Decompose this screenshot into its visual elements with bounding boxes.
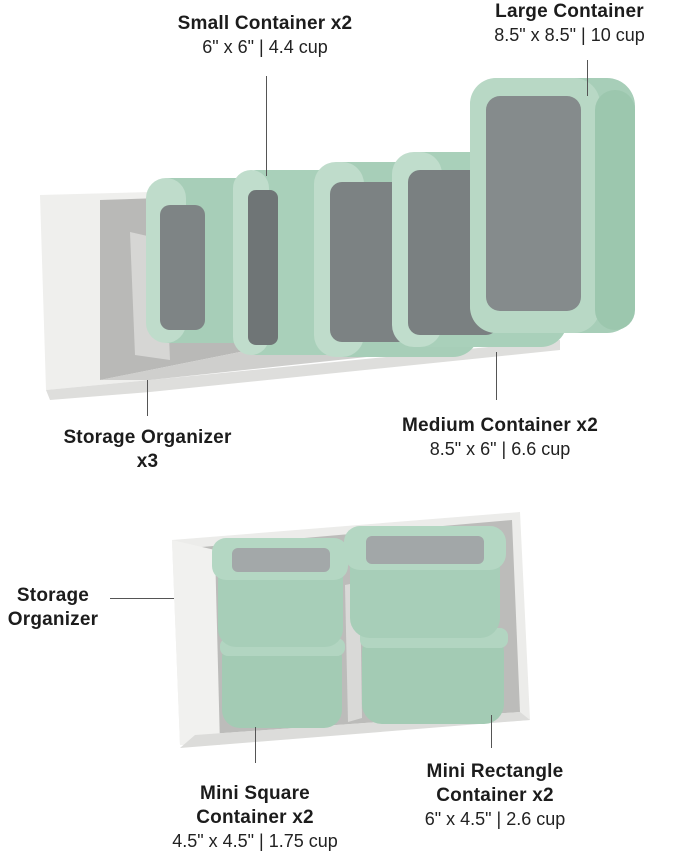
mini-square-line1: Mini Square — [200, 783, 310, 804]
label-medium-container: Medium Container x2 8.5" x 6" | 6.6 cup — [370, 414, 630, 460]
mini-square-spec: 4.5" x 4.5" | 1.75 cup — [172, 830, 338, 851]
large-container-spec: 8.5" x 8.5" | 10 cup — [494, 24, 645, 45]
label-mini-rectangle: Mini Rectangle Container x2 6" x 4.5" | … — [385, 760, 605, 830]
mini-square-container-bottom — [220, 638, 345, 728]
storage-organizer-line2: Organizer — [7, 608, 99, 630]
label-large-container: Large Container 8.5" x 8.5" | 10 cup — [460, 0, 679, 46]
small-container-spec: 6" x 6" | 4.4 cup — [202, 36, 328, 57]
storage-organizer-x3-qty: x3 — [136, 450, 159, 472]
leader-mini-square — [255, 727, 256, 763]
large-container — [470, 78, 635, 333]
leader-organizer-x3 — [147, 380, 148, 416]
leader-mini-rectangle — [491, 715, 492, 748]
small-container-name: Small Container x2 — [177, 13, 353, 34]
mini-square-container-top — [212, 538, 348, 647]
label-mini-square: Mini Square Container x2 4.5" x 4.5" | 1… — [130, 782, 380, 852]
mini-rectangle-line1: Mini Rectangle — [426, 761, 564, 782]
large-container-name: Large Container — [495, 1, 644, 22]
mini-rectangle-container-bottom — [360, 628, 508, 724]
mini-rectangle-spec: 6" x 4.5" | 2.6 cup — [424, 808, 566, 829]
label-storage-organizer: Storage Organizer — [0, 584, 106, 632]
leader-large-container — [587, 60, 588, 96]
storage-organizer-line1: Storage — [16, 585, 90, 606]
leader-small-container — [266, 76, 267, 176]
medium-container-name: Medium Container x2 — [402, 415, 598, 436]
mini-square-line2: Container x2 — [196, 806, 314, 828]
mini-rectangle-line2: Container x2 — [436, 784, 554, 806]
leader-storage-organizer — [110, 598, 174, 599]
medium-container-spec: 8.5" x 6" | 6.6 cup — [429, 438, 571, 459]
mini-rectangle-container-top — [344, 526, 506, 638]
label-storage-organizer-x3: Storage Organizer x3 — [30, 426, 265, 474]
storage-organizer-x3-name: Storage Organizer — [63, 427, 232, 448]
leader-medium-container — [496, 352, 497, 400]
label-small-container: Small Container x2 6" x 6" | 4.4 cup — [150, 12, 380, 58]
